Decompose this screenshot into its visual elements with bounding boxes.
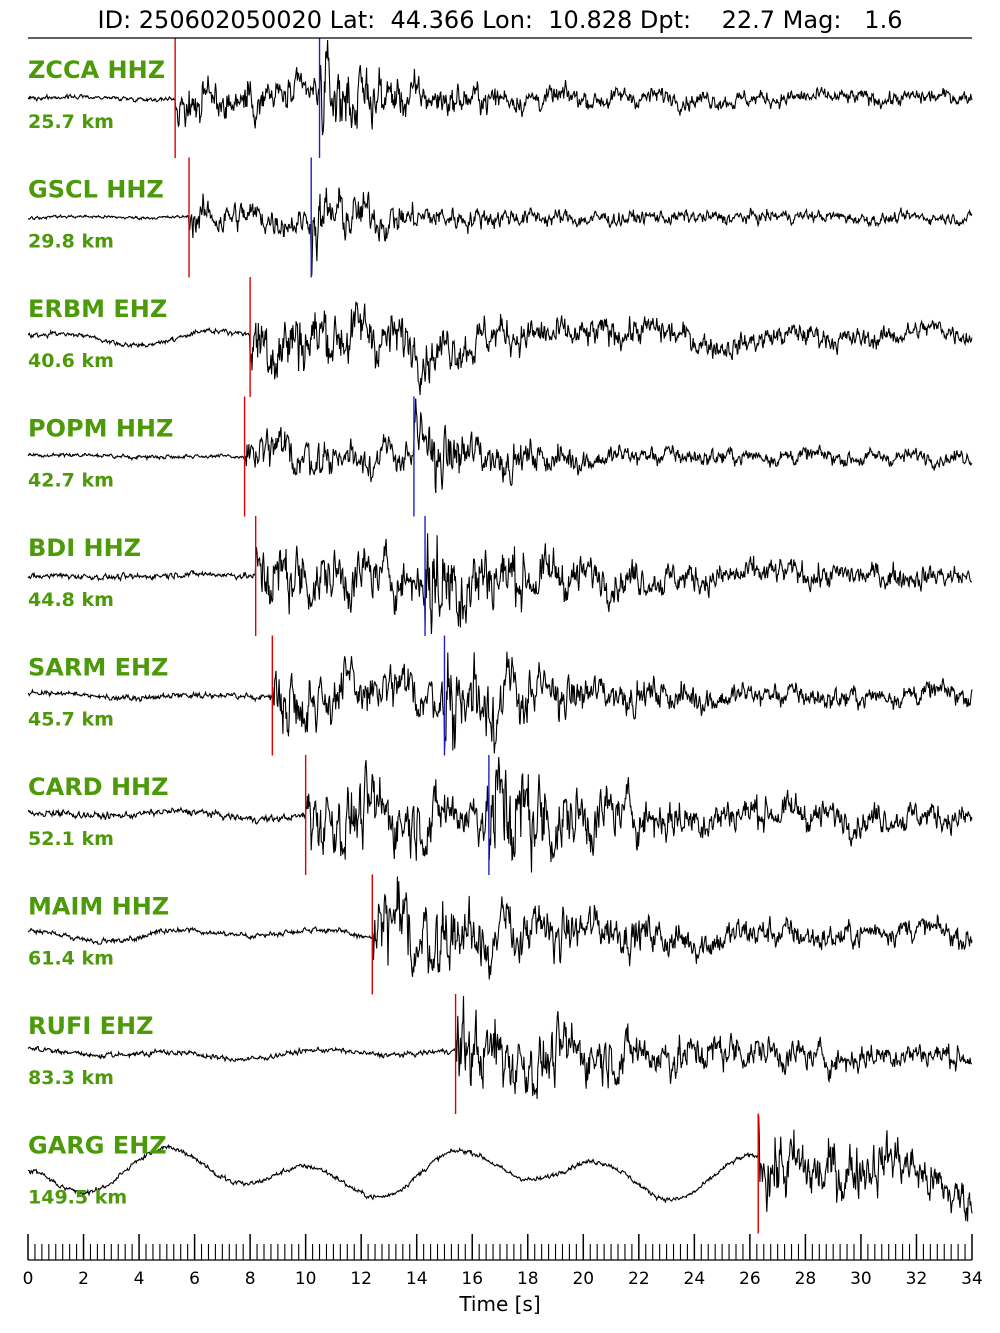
x-tick-label: 12 [350,1269,372,1289]
distance-label: 29.8 km [28,231,114,253]
distance-label: 52.1 km [28,828,114,850]
waveform-line [27,187,973,276]
waveform-line [27,876,973,980]
x-tick-label: 10 [295,1269,317,1289]
waveform-line [27,651,973,754]
distance-label: 61.4 km [28,948,114,970]
trace-panel: ERBM EHZ 40.6 km [27,277,973,397]
trace-panel: GARG EHZ 149.5 km [27,1113,973,1234]
x-tick-label: 28 [795,1269,817,1289]
x-tick-label: 0 [23,1269,34,1289]
station-label: GARG EHZ [28,1132,167,1160]
x-tick-label: 30 [850,1269,872,1289]
x-tick-label: 16 [461,1269,483,1289]
x-tick-label: 32 [906,1269,928,1289]
chart-title: ID: 250602050020 Lat: 44.366 Lon: 10.828… [97,6,903,34]
trace-panel: SARM EHZ 45.7 km [27,635,973,756]
station-label: BDI HHZ [28,534,141,562]
station-label: RUFI EHZ [28,1012,154,1040]
trace-panel: POPM HHZ 42.7 km [27,396,973,517]
x-tick-label: 14 [406,1269,428,1289]
x-tick-label: 22 [628,1269,650,1289]
x-tick-label: 34 [961,1269,983,1289]
distance-label: 83.3 km [28,1067,114,1089]
traces-layer: ZCCA HHZ 25.7 km GSCL HHZ 29.8 km ERBM EHZ 40… [27,38,973,1234]
x-tick-label: 8 [245,1269,256,1289]
distance-label: 44.8 km [28,589,114,611]
waveform-line [27,39,973,136]
station-label: POPM HHZ [28,415,173,443]
x-tick-label: 4 [134,1269,145,1289]
station-label: ZCCA HHZ [28,56,165,84]
station-label: ERBM EHZ [28,295,167,323]
x-tick-label: 20 [572,1269,594,1289]
waveform-line [27,1115,973,1222]
distance-label: 40.6 km [28,350,114,372]
waveform-line [27,301,973,396]
x-tick-label: 2 [78,1269,89,1289]
trace-panel: BDI HHZ 44.8 km [27,516,972,636]
waveform-line [27,398,973,494]
x-axis-label: Time [s] [458,1292,540,1316]
waveform-line [27,756,973,873]
station-label: MAIM HHZ [28,893,169,921]
distance-label: 42.7 km [28,470,114,492]
x-tick-label: 6 [189,1269,200,1289]
distance-label: 45.7 km [28,709,114,731]
trace-panel: CARD HHZ 52.1 km [27,755,973,875]
x-tick-label: 24 [684,1269,706,1289]
x-tick-label: 18 [517,1269,539,1289]
distance-label: 149.5 km [28,1187,127,1209]
trace-panel: MAIM HHZ 61.4 km [27,874,973,995]
station-label: CARD HHZ [28,773,169,801]
waveform-line [27,533,972,635]
trace-panel: GSCL HHZ 29.8 km [27,157,973,278]
station-label: GSCL HHZ [28,176,164,204]
station-label: SARM EHZ [28,654,168,682]
x-tick-label: 26 [739,1269,761,1289]
waveform-line [27,995,973,1099]
trace-panel: ZCCA HHZ 25.7 km [27,38,973,158]
trace-panel: RUFI EHZ 83.3 km [27,994,973,1114]
distance-label: 25.7 km [28,111,114,133]
